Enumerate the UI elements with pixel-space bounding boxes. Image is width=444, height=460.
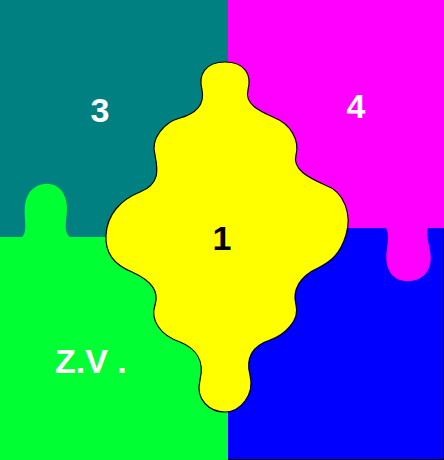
piece-number: 1 xyxy=(213,218,232,259)
piece-number: 4 xyxy=(347,86,366,127)
piece-number: 3 xyxy=(91,90,110,131)
piece-number: Z.V . xyxy=(55,336,127,387)
yellow-piece xyxy=(106,62,348,412)
puzzle-piece: 1 xyxy=(100,58,355,416)
